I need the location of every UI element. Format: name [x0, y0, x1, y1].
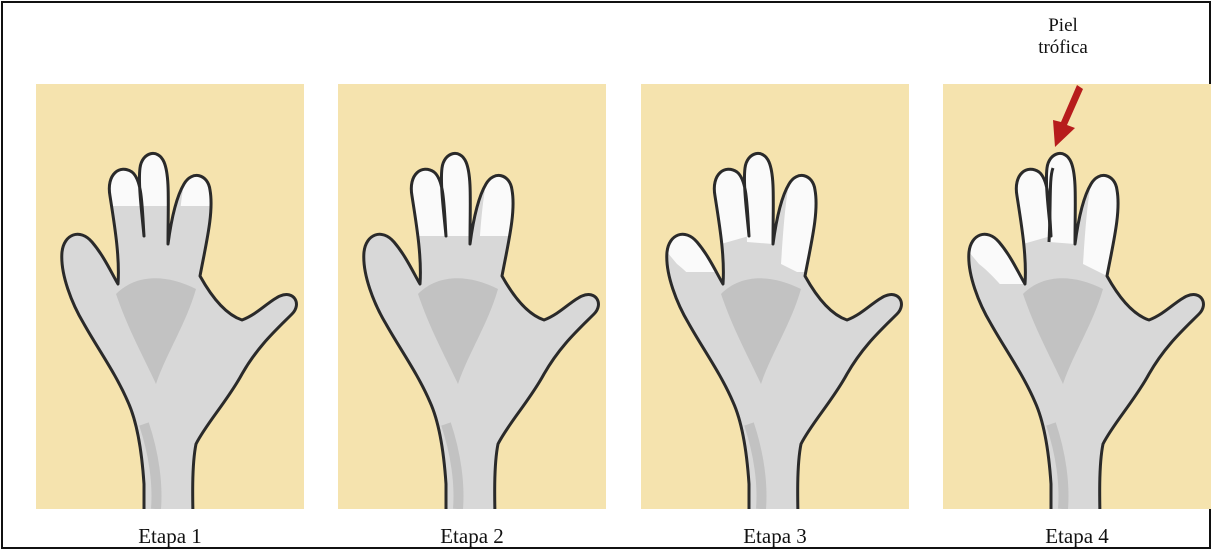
stage-caption-2: Etapa 2	[338, 524, 606, 548]
hand-illustration	[36, 84, 304, 509]
stage-panel-3	[641, 84, 909, 509]
annotation-line-1: Piel	[1013, 15, 1113, 37]
annotation-label: Piel trófica	[1013, 15, 1113, 59]
stage-caption-3: Etapa 3	[641, 524, 909, 548]
hand-illustration	[641, 84, 909, 509]
arrow-shape	[1053, 85, 1083, 147]
stage-panel-2	[338, 84, 606, 509]
hand-illustration	[338, 84, 606, 509]
stage-caption-1: Etapa 1	[36, 524, 304, 548]
annotation-line-2: trófica	[1013, 37, 1113, 59]
arrow-icon	[1043, 81, 1093, 151]
stage-panel-1	[36, 84, 304, 509]
stage-caption-4: Etapa 4	[943, 524, 1211, 548]
